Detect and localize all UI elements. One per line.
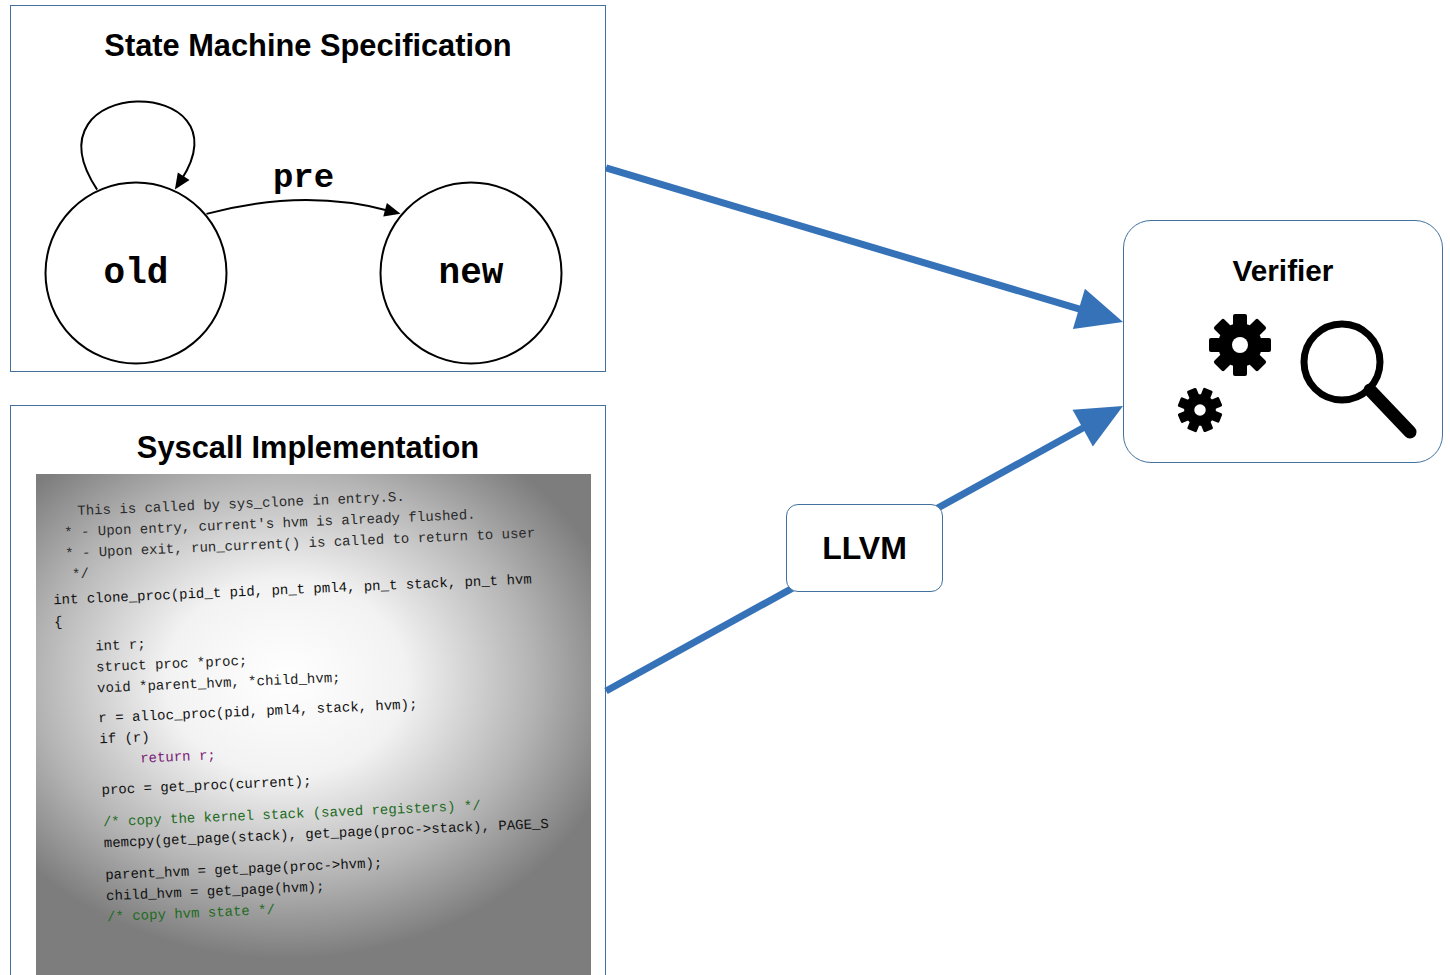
code-line: proc = get_proc(current); <box>101 772 312 799</box>
code-line: { <box>54 613 63 631</box>
gear-icon <box>1209 314 1271 376</box>
code-line: parent_hvm = get_page(proc->hvm); <box>105 854 383 884</box>
edge-label-box: LLVM <box>786 504 943 592</box>
panel-title: Verifier <box>1124 251 1442 291</box>
code-lines: This is called by sys_clone in entry.S.*… <box>48 463 578 945</box>
flow-arrow <box>606 168 1086 311</box>
edge-label: pre <box>269 159 338 197</box>
transition-arrow <box>81 102 194 190</box>
gear-icon <box>1177 387 1222 432</box>
panel-title: Syscall Implementation <box>11 428 605 468</box>
code-line: /* copy hvm state */ <box>107 901 276 926</box>
code-line: */ <box>72 565 90 584</box>
arrowhead <box>1073 289 1123 329</box>
state-name: old <box>104 253 169 294</box>
circle-outline <box>381 183 562 364</box>
state-circle: old <box>44 181 228 365</box>
transition-arrow <box>81 102 194 190</box>
verifier-box: Verifier <box>1123 220 1443 463</box>
state-name: new <box>439 253 504 294</box>
code-line: return r; <box>140 746 216 767</box>
arrowhead <box>383 203 400 217</box>
code-line: r = alloc_proc(pid, pml4, stack, hvm); <box>98 695 418 727</box>
code-line: int clone_proc(pid_t pid, pn_t pml4, pn_… <box>53 570 532 609</box>
flow-arrow <box>606 406 1123 691</box>
flow-arrow <box>606 168 1123 329</box>
transition-arrow <box>206 200 400 216</box>
state-circle: new <box>379 181 563 365</box>
code-line: struct proc *proc; <box>96 652 248 677</box>
magnifier-handle <box>1370 390 1410 432</box>
transition-arrow <box>206 200 389 214</box>
code-panel: Syscall ImplementationThis is called by … <box>10 405 606 975</box>
code-line: int r; <box>95 635 146 655</box>
flow-arrow <box>606 425 1089 691</box>
edge-label: LLVM <box>822 530 907 567</box>
circle-outline <box>46 183 227 364</box>
code-line: if (r) <box>99 728 150 748</box>
code-screenshot: This is called by sys_clone in entry.S.*… <box>36 474 591 975</box>
panel-title: State Machine Specification <box>11 26 605 66</box>
arrowhead <box>1073 406 1123 447</box>
arrowhead <box>175 172 190 189</box>
